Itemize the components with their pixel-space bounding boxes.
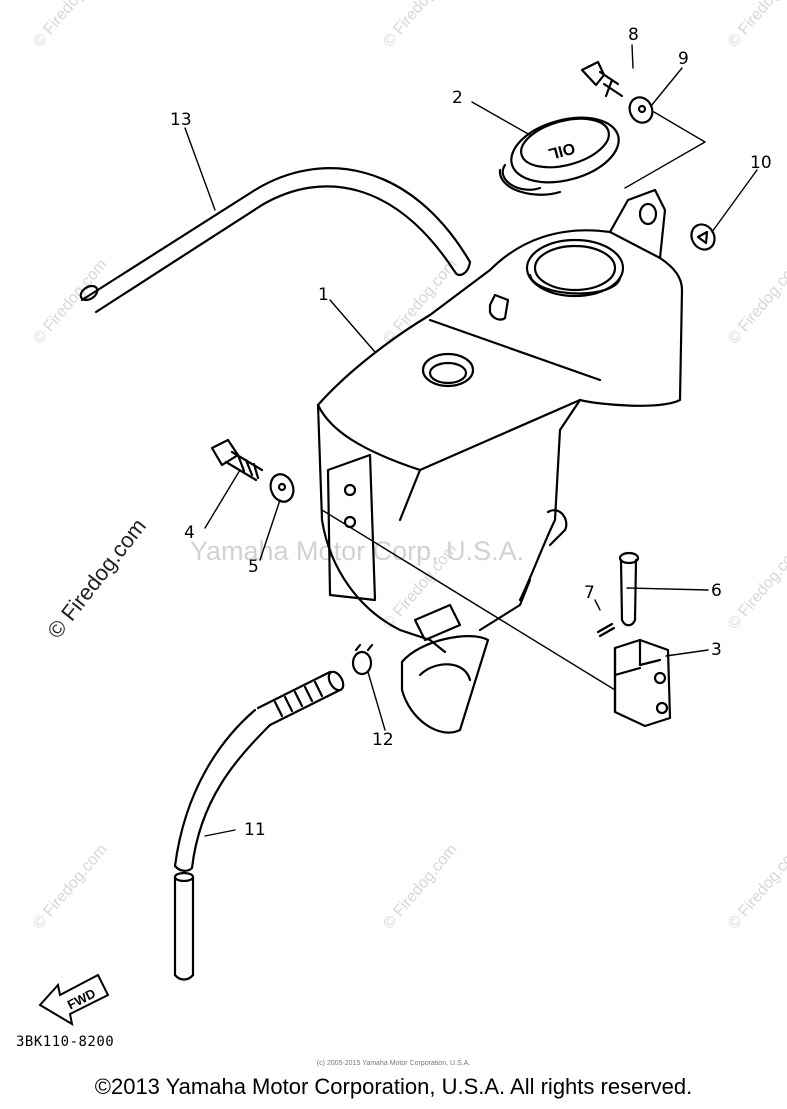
callout-8: 8 [628, 25, 639, 45]
site-watermark: © Firedog.com [30, 0, 111, 51]
part-4-bolt [210, 438, 264, 482]
site-watermark: © Firedog.com [725, 841, 787, 932]
site-watermark: © Firedog.com [380, 841, 461, 932]
part-5-washer [269, 473, 295, 503]
part-10-grommet [690, 223, 716, 251]
callout-3: 3 [711, 640, 722, 660]
fwd-arrow: FWD [38, 973, 110, 1027]
copyright-notice: ©2013 Yamaha Motor Corporation, U.S.A. A… [94, 1074, 693, 1099]
part-11-feed-hose [173, 670, 345, 981]
callout-11: 11 [244, 820, 266, 840]
part-13-vent-hose [79, 167, 472, 314]
site-watermark: © Firedog.com [30, 841, 111, 932]
part-code: 3BK110-8200 [16, 1034, 115, 1050]
callout-12: 12 [372, 730, 394, 750]
callout-6: 6 [711, 581, 722, 601]
part-1-oil-tank [316, 188, 684, 734]
site-watermark: © Firedog.com [380, 0, 461, 51]
callout-4: 4 [184, 523, 195, 543]
center-watermark: Yamaha Motor Corp, U.S.A. [190, 536, 524, 566]
callout-1: 1 [318, 285, 329, 305]
part-2-oil-cap: OIL [498, 116, 620, 196]
callout-2: 2 [452, 88, 463, 108]
leader-lines [184, 44, 758, 837]
callout-13: 13 [170, 110, 192, 130]
site-watermark: © Firedog.com [30, 256, 111, 347]
cap-oil-marking: OIL [546, 139, 576, 162]
callout-7: 7 [584, 583, 595, 603]
part-7-cotter-pin [596, 622, 616, 638]
site-watermark: © Firedog.com [725, 256, 787, 347]
callout-10: 10 [750, 153, 772, 173]
small-copyright: (c) 2005-2015 Yamaha Motor Corporation, … [316, 1060, 471, 1067]
site-watermark: © Firedog.com [725, 0, 787, 51]
part-3-clamp-bracket [613, 638, 672, 728]
firedog-watermark-large: © Firedog.com [42, 514, 151, 643]
callout-5: 5 [248, 557, 259, 577]
part-8-wing-bolt [580, 60, 624, 98]
callout-numbers: 1 2 3 4 5 6 7 8 9 10 11 12 13 [170, 25, 772, 840]
part-6-pin [618, 551, 640, 627]
callout-9: 9 [678, 49, 689, 69]
part-12-hose-clip [351, 643, 374, 676]
site-watermark: © Firedog.com [725, 541, 787, 632]
part-9-washer [628, 96, 654, 124]
